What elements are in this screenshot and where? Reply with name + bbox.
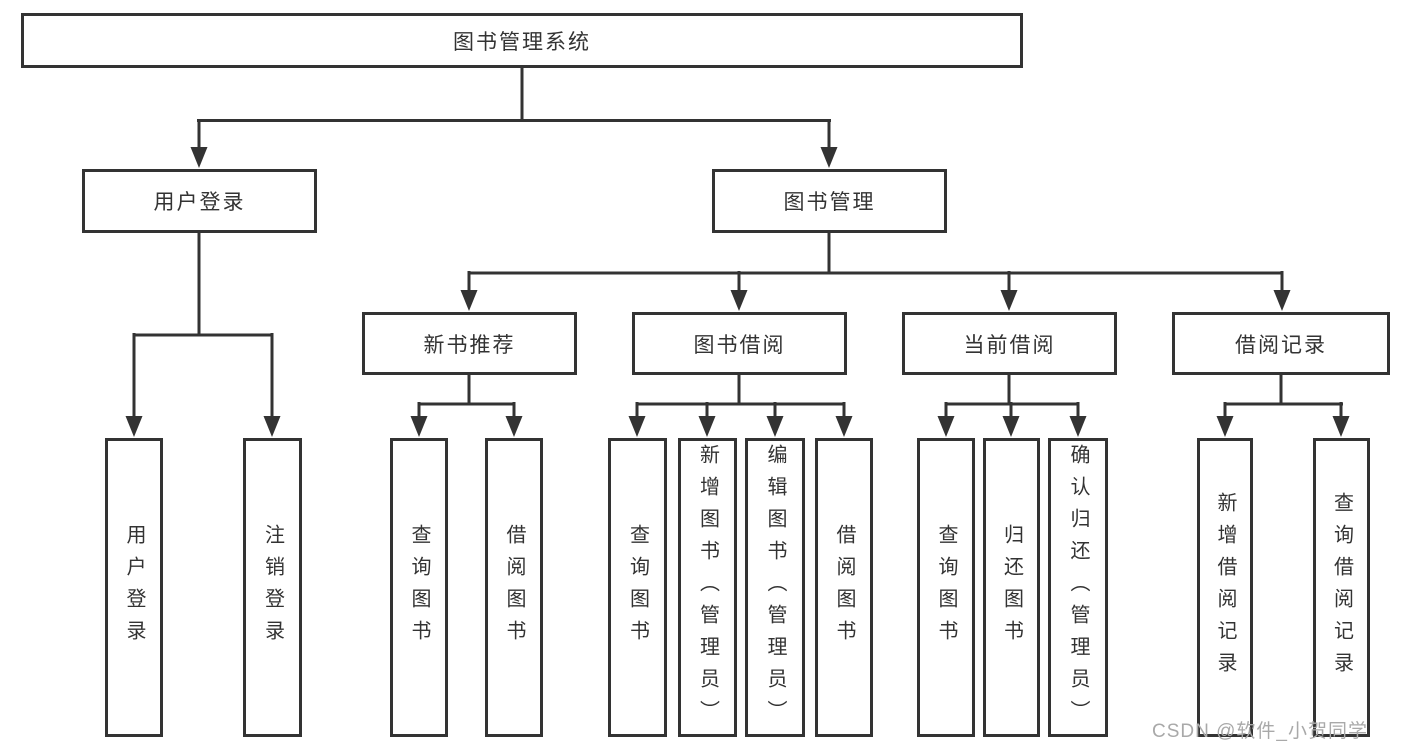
leaf-current-query-book: 查询图书 xyxy=(917,438,975,737)
leaf-confirm-return-admin: 确认归还（管理员） xyxy=(1048,438,1108,737)
node-label: 确认归还（管理员） xyxy=(1067,443,1089,732)
node-current-borrow: 当前借阅 xyxy=(902,312,1117,375)
leaf-borrow-book: 借阅图书 xyxy=(815,438,873,737)
node-label: 查询图书 xyxy=(408,523,430,652)
node-user-login: 用户登录 xyxy=(82,169,317,233)
node-label: 图书借阅 xyxy=(693,333,786,357)
node-label: 借阅图书 xyxy=(503,523,525,652)
leaf-return-book: 归还图书 xyxy=(983,438,1040,737)
node-label: 新增借阅记录 xyxy=(1214,491,1236,684)
node-label: 查询图书 xyxy=(935,523,957,652)
node-label: 用户登录 xyxy=(123,523,145,652)
leaf-edit-book-admin: 编辑图书（管理员） xyxy=(745,438,805,737)
node-book-borrow: 图书借阅 xyxy=(632,312,847,375)
node-label: 用户登录 xyxy=(153,191,246,214)
node-label: 查询借阅记录 xyxy=(1330,491,1353,684)
leaf-logout: 注销登录 xyxy=(243,438,302,737)
leaf-recommend-borrow-book: 借阅图书 xyxy=(485,438,543,737)
node-label: 注销登录 xyxy=(261,523,284,652)
leaf-user-login: 用户登录 xyxy=(105,438,163,737)
node-book-management-system: 图书管理系统 xyxy=(21,13,1023,68)
node-label: 图书管理 xyxy=(783,191,876,214)
node-book-management: 图书管理 xyxy=(712,169,947,233)
node-label: 借阅记录 xyxy=(1235,333,1327,357)
node-label: 当前借阅 xyxy=(963,333,1056,357)
node-label: 图书管理系统 xyxy=(453,30,591,54)
node-label: 借阅图书 xyxy=(833,523,855,652)
leaf-add-borrow-record: 新增借阅记录 xyxy=(1197,438,1253,737)
node-borrow-records: 借阅记录 xyxy=(1172,312,1390,375)
leaf-add-book-admin: 新增图书（管理员） xyxy=(678,438,737,737)
node-label: 编辑图书（管理员） xyxy=(764,443,786,732)
csdn-watermark: CSDN @软件_小贺同学 xyxy=(1152,721,1368,742)
node-label: 查询图书 xyxy=(626,523,649,652)
node-label: 新增图书（管理员） xyxy=(696,443,719,732)
leaf-borrow-query-book: 查询图书 xyxy=(608,438,667,737)
leaf-query-borrow-record: 查询借阅记录 xyxy=(1313,438,1370,737)
leaf-recommend-query-book: 查询图书 xyxy=(390,438,448,737)
node-label: 新书推荐 xyxy=(423,333,516,357)
node-new-book-recommend: 新书推荐 xyxy=(362,312,577,375)
node-label: 归还图书 xyxy=(1000,523,1023,652)
